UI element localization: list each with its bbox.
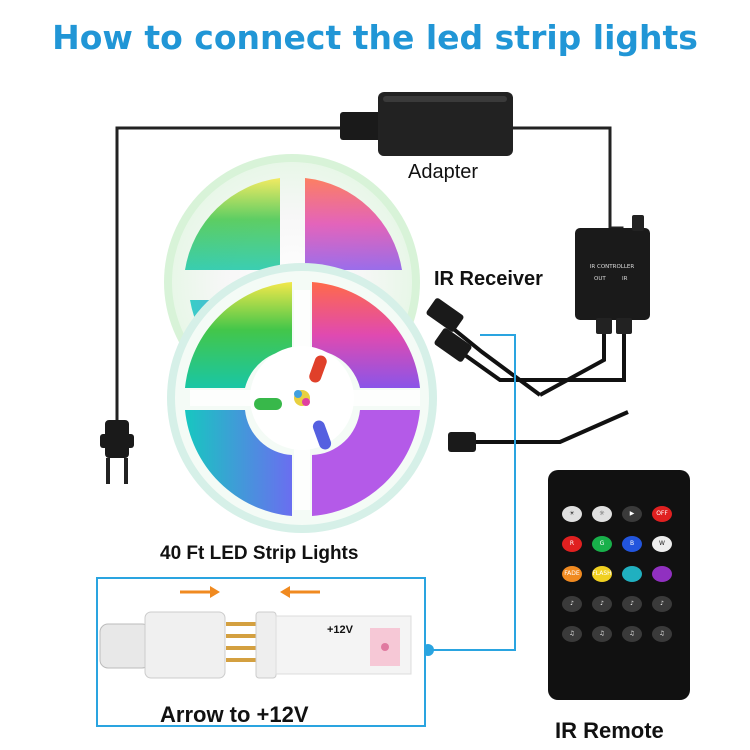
adapter-box [340,92,513,156]
music-7-icon[interactable]: ♫ [622,626,642,642]
ir-remote-label: IR Remote [555,718,664,743]
callout-line [430,334,516,651]
page-title: How to connect the led strip lights [52,18,698,57]
music-1-icon[interactable]: ♪ [562,596,582,612]
adapter-label: Adapter [408,161,479,183]
strip-connector-illustration [99,611,412,679]
flash-button-icon[interactable]: FLASH [592,566,612,582]
strip-lights-label: 40 Ft LED Strip Lights [160,543,359,564]
arrow-to-12v-label: Arrow to +12V [160,702,309,727]
brightness-down-icon[interactable]: ☼ [592,506,612,522]
power-plug-icon [100,420,134,484]
svg-text:OUT: OUT [594,276,606,282]
brightness-up-icon[interactable]: ☀ [562,506,582,522]
music-2-icon[interactable]: ♪ [592,596,612,612]
controller-text: IR CONTROLLER [590,264,635,270]
ir-controller-box: IR CONTROLLER OUT IR [539,215,650,397]
adapter-output-cable [510,126,612,228]
arrow-right-icon [180,586,220,598]
music-8-icon[interactable]: ♫ [652,626,672,642]
svg-text:IR: IR [622,276,628,282]
purple-button-icon[interactable] [652,566,672,582]
music-5-icon[interactable]: ♫ [562,626,582,642]
ir-receiver-label: IR Receiver [434,268,543,290]
led-reel-front [167,263,437,533]
fade-button-icon[interactable]: FADE [562,566,582,582]
plus-12v-label: +12V [327,624,353,636]
red-button-icon[interactable]: R [562,536,582,552]
music-6-icon[interactable]: ♫ [592,626,612,642]
music-3-icon[interactable]: ♪ [622,596,642,612]
green-button-icon[interactable]: G [592,536,612,552]
music-4-icon[interactable]: ♪ [652,596,672,612]
arrow-left-icon [280,586,320,598]
white-button-icon[interactable]: W [652,536,672,552]
blue-button-icon[interactable]: B [622,536,642,552]
cyan-button-icon[interactable] [622,566,642,582]
strip-connectors [426,298,629,452]
power-cable [115,126,380,420]
off-icon[interactable]: OFF [652,506,672,522]
play-icon[interactable]: ▶ [622,506,642,522]
